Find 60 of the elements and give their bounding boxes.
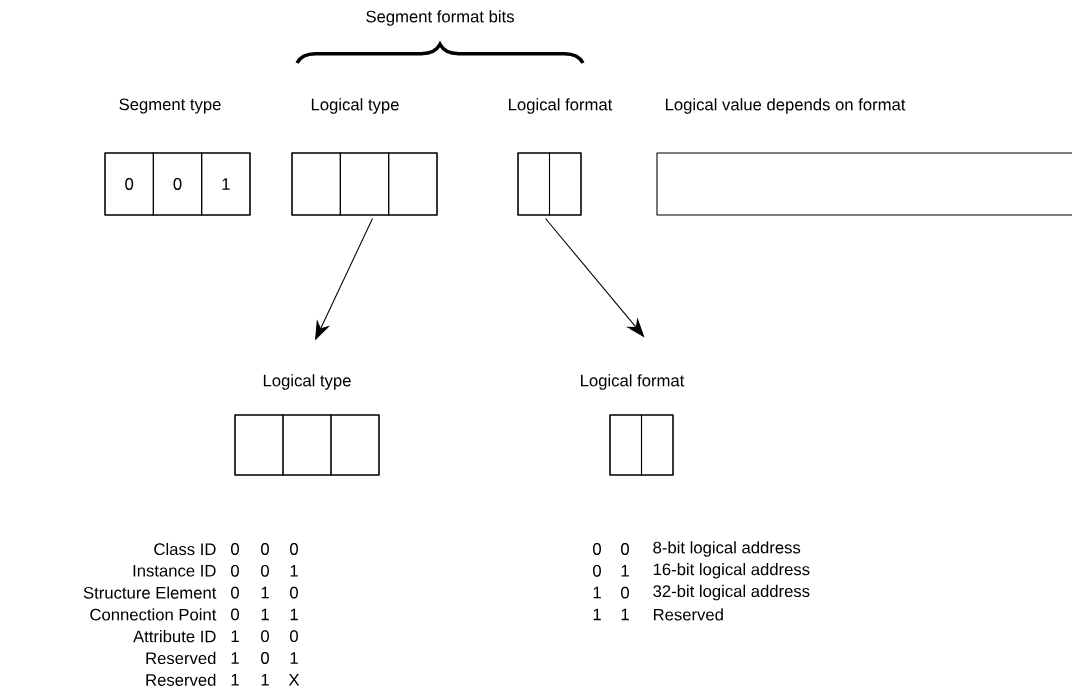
bit-value: 1 [593,608,601,621]
row-label: Reserved [146,651,216,665]
bit-value: 1 [231,630,239,642]
bit-value: 1 [621,608,629,621]
row-label: Connection Point [90,608,217,621]
bit-cell [609,414,643,476]
bit-cell: 0 [152,152,203,216]
bit-value: 0 [261,652,269,664]
bit-value: 0 [231,564,239,577]
row-label: Reserved [146,673,216,686]
bit-cell: 0 [104,152,154,216]
brace-label: Segment format bits [366,10,514,26]
bit-cell [282,414,332,476]
bit-cell [548,152,582,216]
bit-cell [388,152,438,216]
bit-value: 1 [290,565,298,577]
bit-value: 0 [261,630,269,643]
row-label: Structure Element [83,586,217,599]
bit-value: 0 [231,543,239,555]
row-label: 32-bit logical address [653,584,810,601]
bit-cell [330,414,380,476]
bit-cell [234,414,284,476]
bit-cell: 1 [201,152,251,216]
bit-value: 1 [231,652,239,664]
bit-cell [339,152,390,216]
field-label: Segment type [119,98,221,114]
bit-value: 1 [290,608,298,621]
field-label: Logical format [581,374,685,390]
bit-value: 0 [231,608,239,621]
bit-value: 0 [621,543,629,555]
bit-cell [291,152,341,216]
bit-value: 1 [261,674,269,686]
bit-value: 1 [621,565,629,577]
bit-value: 0 [593,543,601,555]
bit-value: X [288,674,300,686]
bit-value: 0 [290,586,298,599]
bit-value: 0 [621,586,629,599]
field-label: Logical type [263,374,351,390]
row-label: Reserved [653,608,723,621]
bit-value: 1 [261,586,269,599]
bit-value: 1 [231,674,239,686]
row-label: 8-bit logical address [653,541,801,557]
bit-value: 0 [593,564,601,577]
row-label: Class ID [154,542,216,556]
row-label: Instance ID [133,565,216,577]
field-label: Logical format [509,98,613,114]
field-label: Logical value depends on format [665,98,906,114]
bit-value: 0 [261,564,269,577]
bit-value: 1 [261,608,269,621]
bit-value: 1 [290,652,298,664]
bit-cell [640,414,674,476]
bit-value: 1 [593,586,601,599]
bit-value: 0 [290,630,298,643]
bit-value: 0 [261,543,269,555]
field-label: Logical type [311,98,399,114]
row-label: Attribute ID [133,630,216,643]
row-label: 16-bit logical address [653,563,810,579]
bit-cell [517,152,551,216]
bit-value: 0 [290,543,298,555]
bit-value: 0 [231,586,239,599]
